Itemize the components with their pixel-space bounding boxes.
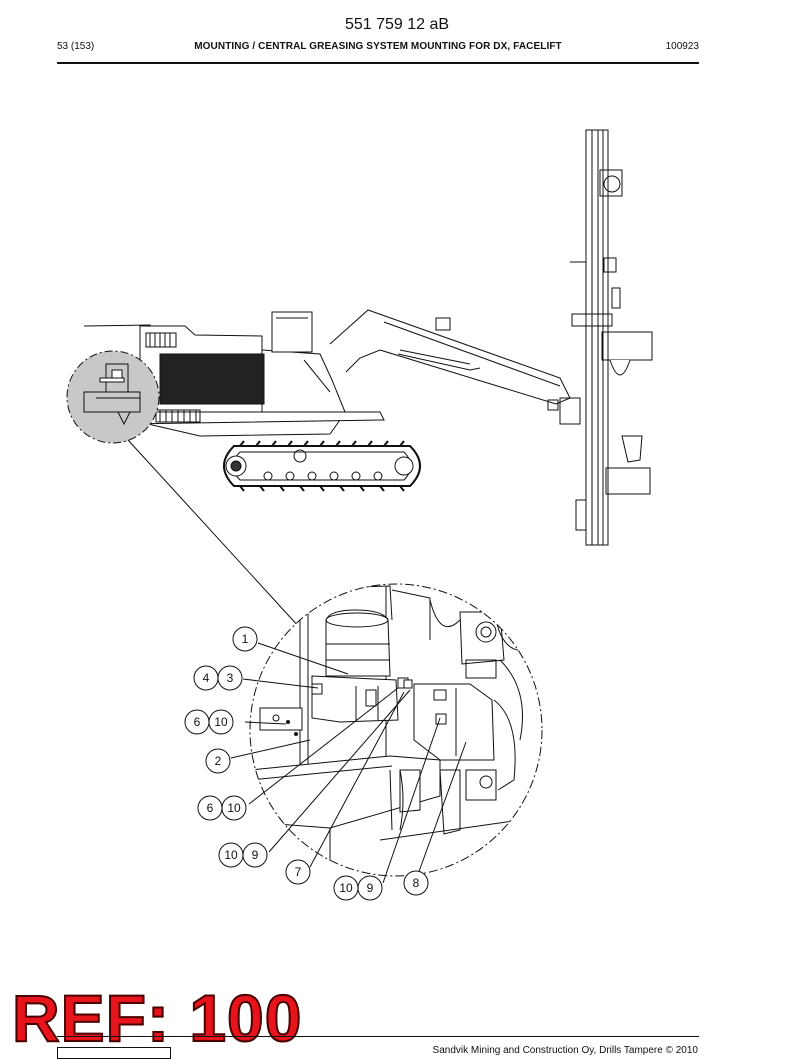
greasing-mount-detail [249,583,543,877]
svg-text:6: 6 [194,715,201,729]
svg-text:2: 2 [215,754,222,768]
footer-rule [57,1036,699,1037]
svg-text:10: 10 [224,848,238,862]
svg-text:9: 9 [252,848,259,862]
callout-10-9-right: 10 9 [333,875,383,901]
callout-leaders [230,642,467,884]
svg-text:10: 10 [214,715,228,729]
svg-text:9: 9 [367,881,374,895]
svg-text:8: 8 [413,876,420,890]
svg-text:3: 3 [227,671,234,685]
header-rule [57,62,699,64]
svg-text:10: 10 [339,881,353,895]
callout-7: 7 [285,859,311,885]
callout-8: 8 [403,870,429,896]
drill-rig-overview [83,129,653,546]
svg-text:6: 6 [207,801,214,815]
document-number: 551 759 12 aB [344,16,450,33]
callout-4-3: 4 3 [193,665,243,691]
date-code: 100923 [665,41,699,52]
svg-text:1: 1 [242,632,249,646]
callout-6-10-lower: 6 10 [197,795,247,821]
company-logo [57,1047,171,1059]
detail-view-border [249,583,543,877]
svg-text:7: 7 [295,865,302,879]
callout-6-10-upper: 6 10 [184,709,234,735]
page-header: 53 (153) MOUNTING / CENTRAL GREASING SYS… [57,41,699,55]
detail-leader-line [127,439,301,629]
svg-text:10: 10 [227,801,241,815]
callout-2: 2 [205,748,231,774]
page-title: MOUNTING / CENTRAL GREASING SYSTEM MOUNT… [194,41,562,52]
footer-copyright: Sandvik Mining and Construction Oy, Dril… [432,1045,698,1056]
callout-10-9-left: 10 9 [218,842,268,868]
ref-stamp: REF: 100 [11,981,303,1055]
page-label: 53 (153) [57,41,95,52]
svg-text:4: 4 [203,671,210,685]
callout-1: 1 [232,626,258,652]
